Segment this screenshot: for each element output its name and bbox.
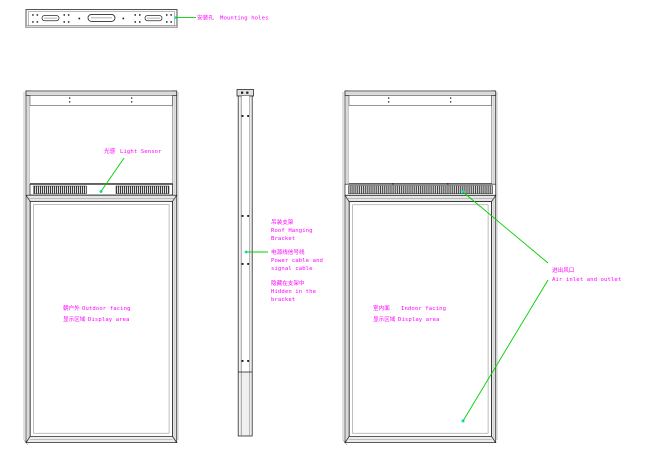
- power-cable-label-en-2: signal cable: [271, 266, 313, 272]
- side-bracket-holes: [241, 115, 250, 362]
- indoor-display-line2-cn: 显示区域: [373, 315, 396, 323]
- roof-bracket-label-en-2: Bracket: [271, 236, 295, 242]
- outdoor-display-line2-cn: 显示区域: [63, 315, 86, 323]
- power-cable-label-cn: 电源线信号线: [271, 248, 305, 256]
- light-sensor-leader: [99, 157, 125, 193]
- side-view: 吊装支架 Roof Hanging Bracket 电源线信号线 Power c…: [236, 89, 323, 437]
- hidden-bracket-label-en-1: Hidden in the: [271, 289, 317, 295]
- side-top-holes: [241, 91, 249, 94]
- front-display-area: [29, 200, 173, 437]
- outdoor-display-line1-en: Outdoor facing: [82, 306, 131, 312]
- air-inlet-outlet-leaders: [461, 190, 549, 423]
- hidden-bracket-label-en-2: bracket: [271, 297, 295, 303]
- indoor-display-line1-en: Indoor facing: [401, 306, 446, 312]
- light-sensor-label-en: Light Sensor: [120, 149, 162, 155]
- mounting-holes-label-cn: 安装孔: [197, 14, 214, 22]
- roof-bracket-label-cn: 吊装支架: [271, 218, 294, 226]
- bracket-slot: [41, 15, 60, 22]
- rear-display-area: [348, 201, 492, 437]
- indoor-display-line2-en: Display area: [398, 317, 440, 323]
- front-air-grille: [29, 184, 173, 196]
- bracket-small-holes: [32, 14, 172, 23]
- outdoor-display-line2-en: Display area: [88, 317, 130, 323]
- front-view: 光感 Light Sensor 朝户外 Outdoor facing 显示区域 …: [23, 90, 179, 446]
- bracket-slot: [87, 13, 116, 22]
- rear-head-fixing-holes: [388, 97, 452, 103]
- outdoor-display-line1-cn: 朝户外: [63, 304, 80, 312]
- rear-view: 室内面 Indoor facing 显示区域 Display area: [342, 90, 498, 446]
- air-inlet-outlet-label-cn: 进出风口: [552, 266, 574, 274]
- power-cable-leader: [244, 250, 268, 254]
- mounting-holes-leader: [174, 16, 196, 19]
- hidden-bracket-label-cn: 隐藏在支架中: [271, 279, 305, 287]
- air-inlet-outlet-label-en: Air inlet and outlet: [552, 277, 621, 283]
- bracket-slot: [144, 15, 163, 22]
- light-sensor-label-cn: 光感: [104, 147, 116, 155]
- rear-air-grille: [344, 183, 497, 197]
- power-cable-label-en-1: Power cable and: [271, 258, 323, 264]
- mounting-holes-label-en: Mounting holes: [220, 16, 269, 22]
- roof-bracket-label-en-1: Roof Hanging: [271, 228, 313, 234]
- front-head-fixing-holes: [69, 97, 133, 103]
- bracket-detail-view: 安装孔 Mounting holes: [25, 9, 269, 28]
- indoor-display-line1-cn: 室内面: [373, 304, 390, 312]
